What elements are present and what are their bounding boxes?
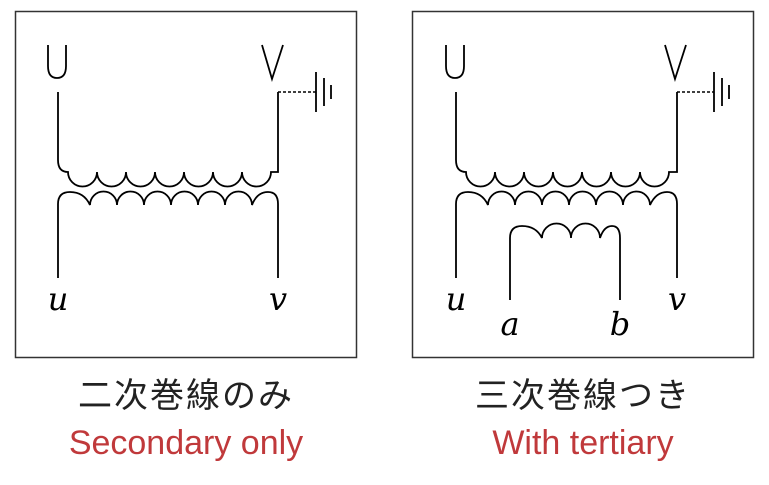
terminal-v: v [269, 280, 287, 318]
terminal-v: v [668, 280, 686, 318]
terminal-V-glyph [664, 44, 687, 83]
terminal-u: u [48, 280, 69, 318]
terminal-b: b [610, 305, 630, 343]
secondary-winding [455, 190, 678, 278]
terminal-u: u [446, 280, 467, 318]
secondary-winding [57, 190, 279, 278]
terminal-V-glyph [261, 44, 284, 83]
tertiary-winding [509, 222, 621, 300]
ground-icon [278, 72, 332, 112]
terminal-a: a [500, 305, 519, 343]
primary-winding [57, 92, 279, 188]
caption-jp-secondary: 二次巻線のみ [78, 376, 294, 416]
primary-winding [455, 92, 678, 188]
terminal-U-glyph [445, 45, 465, 79]
panel-frame [411, 10, 755, 359]
caption-jp-tertiary: 三次巻線つき [475, 376, 691, 416]
panel-frame [14, 10, 358, 359]
caption-en-tertiary: With tertiary [492, 424, 674, 462]
terminal-U-glyph [47, 45, 67, 79]
panel-with-tertiary: u v a b [411, 10, 755, 359]
panel-secondary-only: u v [14, 10, 358, 359]
caption-en-secondary: Secondary only [68, 424, 304, 462]
ground-icon [677, 72, 730, 112]
